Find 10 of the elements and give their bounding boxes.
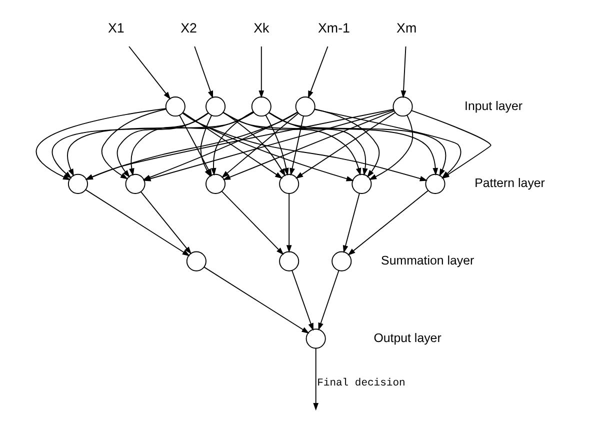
node-text: X2 <box>180 20 196 36</box>
label: Pattern layer <box>474 176 544 190</box>
node-text: Xk <box>253 20 269 36</box>
label: Output layer <box>373 330 441 345</box>
label: Input layer <box>464 98 522 113</box>
edge-label: Final decision <box>316 377 405 390</box>
node-text: X1 <box>108 20 124 36</box>
label: Summation layer <box>380 254 474 268</box>
node-text: Xm <box>396 20 416 36</box>
node-text: Xm-1 <box>318 20 350 36</box>
